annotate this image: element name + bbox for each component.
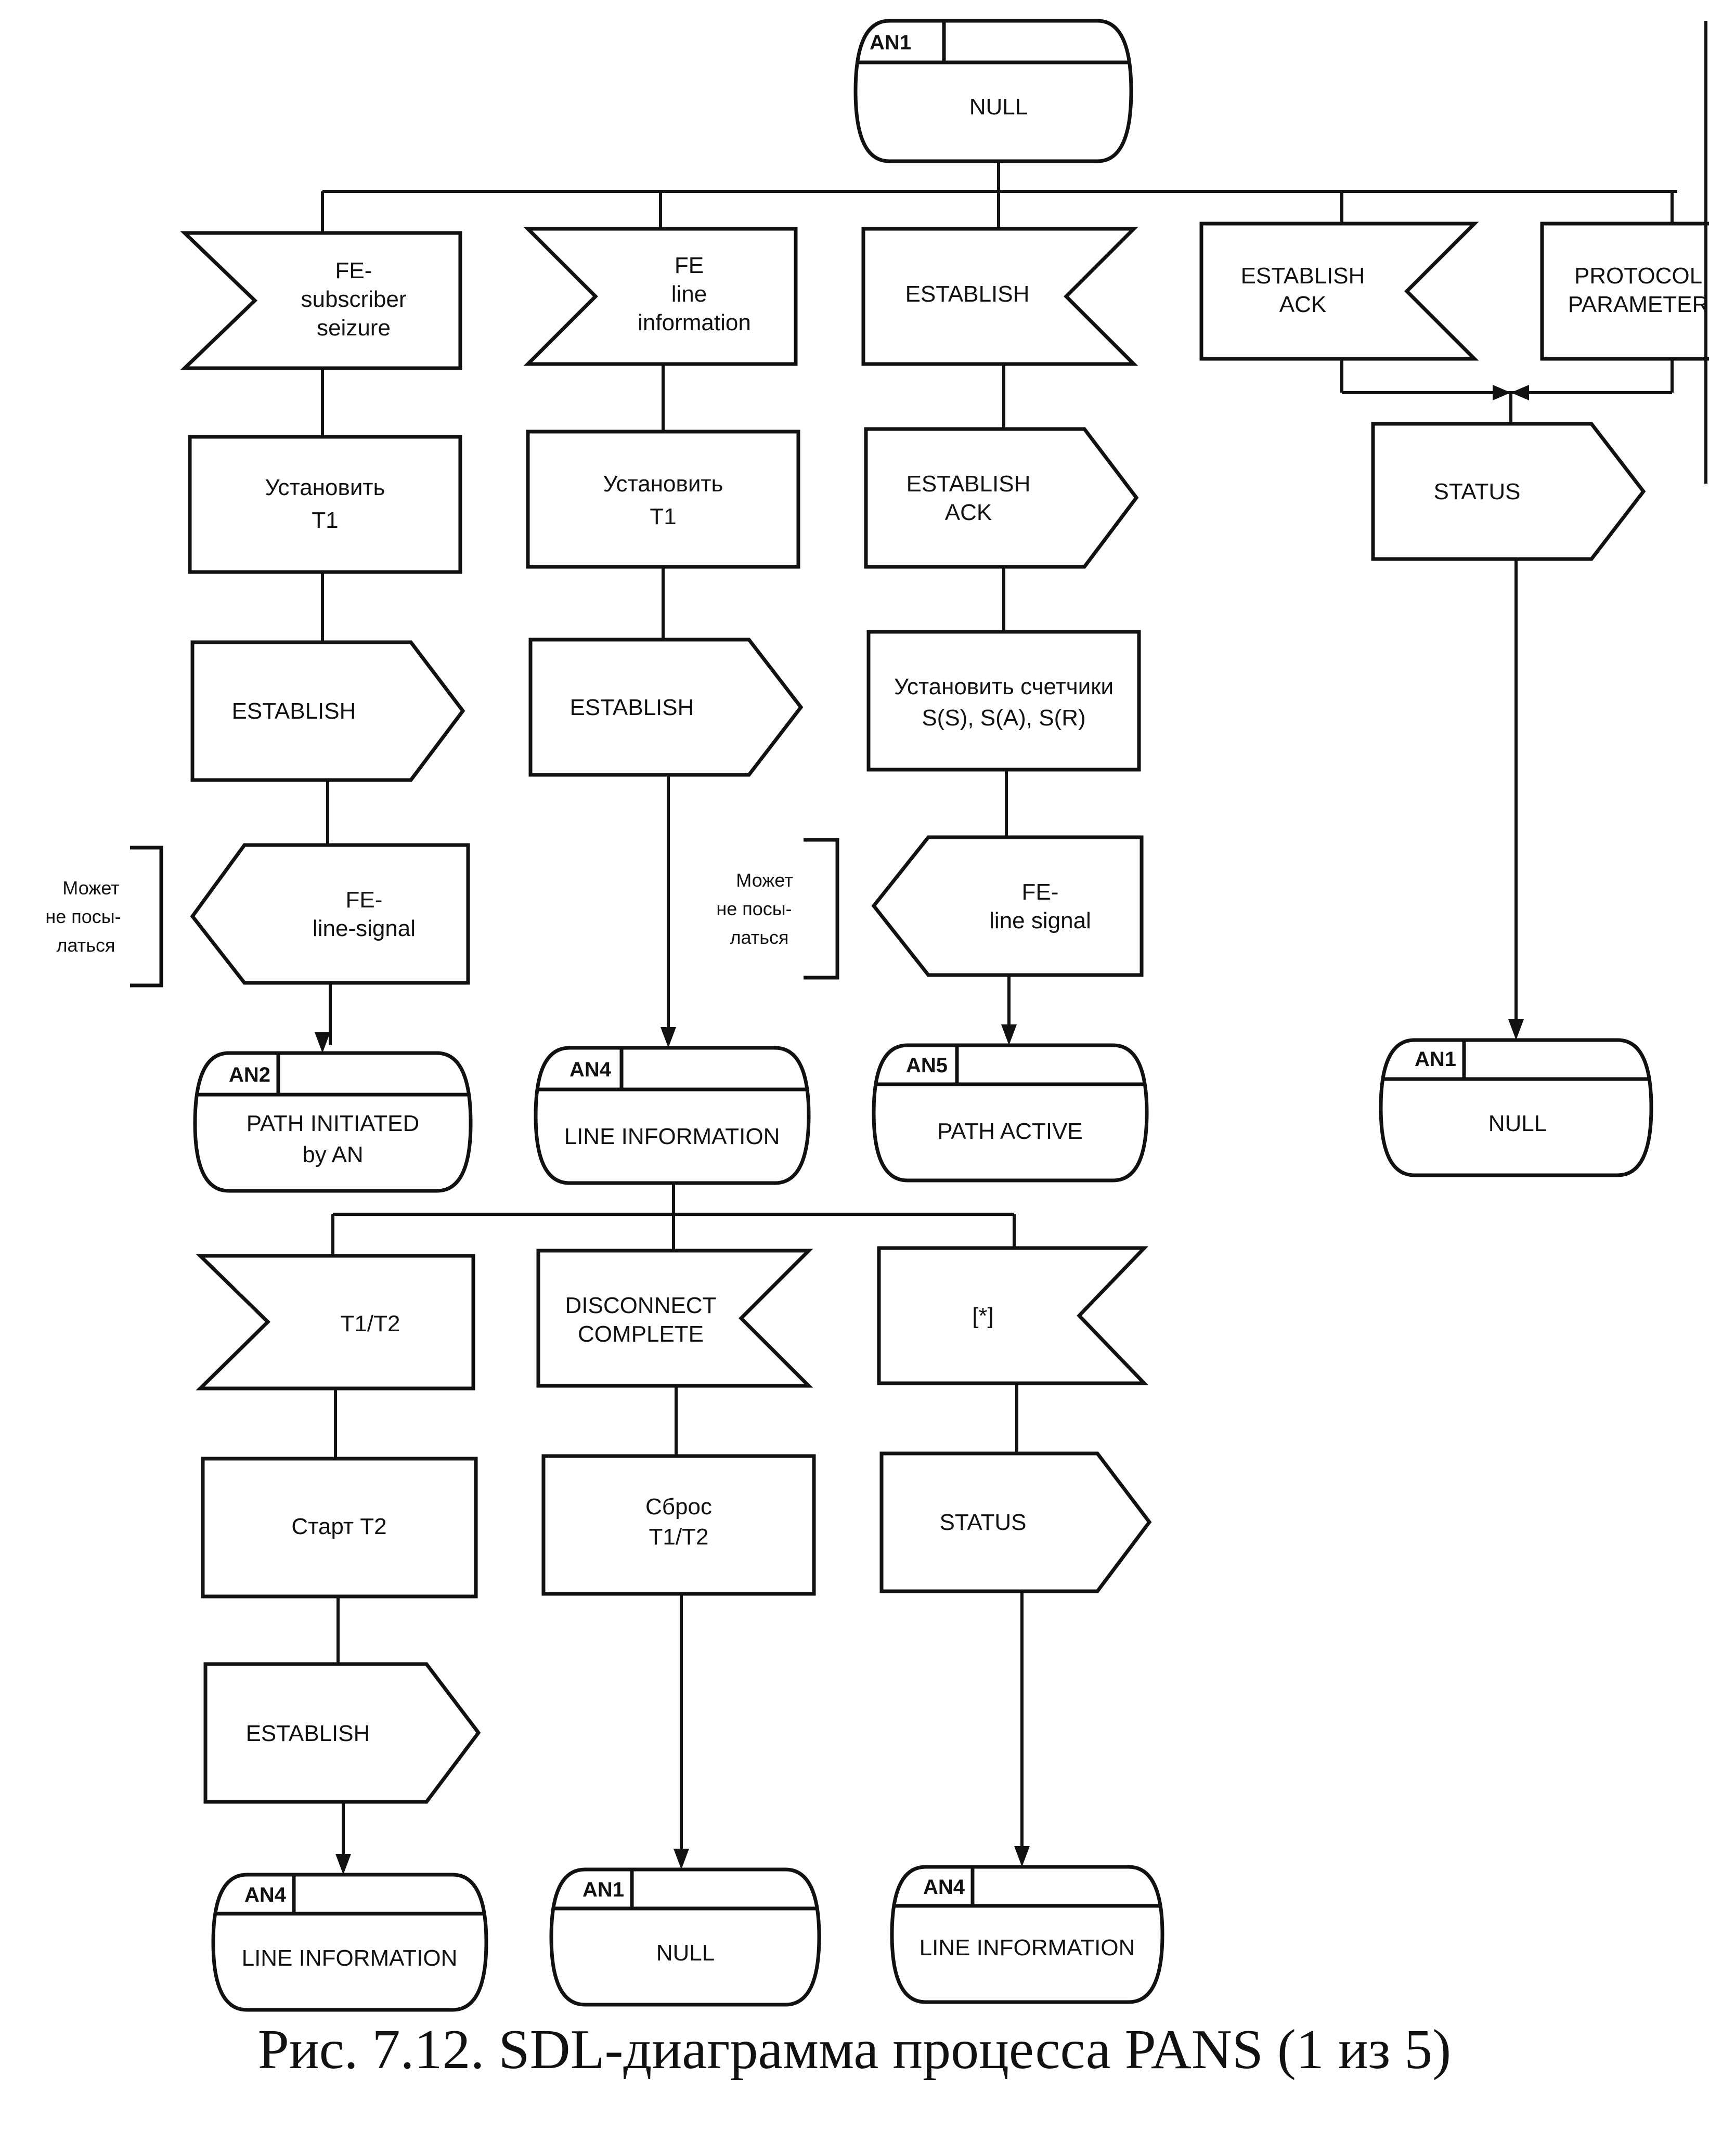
state-tag: AN1 [582, 1878, 624, 1901]
note-may-not-send-b: Может не посы- латься [716, 838, 839, 980]
task-label: T1/T2 [649, 1524, 709, 1550]
task-set-t1-a: Установить T1 [188, 435, 462, 574]
state-label: NULL [969, 94, 1028, 120]
task-label: Установить [265, 475, 385, 500]
output-establish-a: ESTABLISH [190, 640, 465, 782]
input-label: FE [675, 253, 704, 278]
input-label: PARAMETER [1568, 292, 1709, 317]
output-label: STATUS [1433, 479, 1520, 504]
task-label: T1 [650, 504, 676, 529]
task-label: Сброс [645, 1494, 712, 1519]
input-label: PROTOCOL [1574, 263, 1702, 289]
output-status-bottom: STATUS [879, 1451, 1152, 1593]
input-label: T1/T2 [341, 1311, 400, 1336]
input-t1-t2: T1/T2 [196, 1254, 475, 1391]
state-label: LINE INFORMATION [564, 1124, 780, 1149]
state-tag: AN1 [870, 31, 911, 54]
state-an5-path-active: AN5 PATH ACTIVE [872, 1043, 1149, 1183]
note-text: латься [57, 934, 115, 956]
task-label: T1 [312, 508, 338, 533]
input-establish: ESTABLISH [861, 227, 1138, 366]
note-text: Может [62, 877, 119, 899]
input-label: ESTABLISH [905, 281, 1030, 307]
note-text: не посы- [716, 898, 792, 919]
input-label: DISCONNECT [565, 1293, 717, 1318]
state-label: LINE INFORMATION [242, 1945, 458, 1971]
state-an1-null-top: AN1 NULL [853, 19, 1133, 163]
input-label: subscriber [301, 287, 407, 312]
input-any-signal: [*] [877, 1246, 1149, 1385]
output-label: ESTABLISH [570, 695, 694, 720]
state-label: PATH INITIATED [247, 1111, 419, 1136]
arrowheads [315, 385, 1529, 1875]
state-label: PATH ACTIVE [937, 1119, 1083, 1144]
connectors [321, 161, 1677, 1867]
output-label: ACK [945, 500, 992, 525]
note-may-not-send-a: Может не посы- латься [45, 846, 163, 988]
task-reset-t1-t2: Сброс T1/T2 [541, 1454, 816, 1596]
input-establish-ack: ESTABLISH ACK [1199, 222, 1479, 361]
state-tag: AN4 [923, 1876, 965, 1899]
state-tag: AN4 [244, 1884, 287, 1906]
state-an1-null-b2: AN1 NULL [549, 1867, 821, 2007]
input-label: line [671, 281, 707, 307]
output-fe-line-signal-a: FE- line-signal [190, 843, 470, 985]
input-label: information [638, 310, 751, 335]
input-disconnect-complete: DISCONNECT COMPLETE [536, 1249, 813, 1388]
state-an4-line-information-b1: AN4 LINE INFORMATION [211, 1873, 488, 2012]
state-label: NULL [656, 1940, 715, 1966]
input-protocol-parameter: PROTOCOL PARAMETER [1540, 222, 1709, 361]
task-label: Установить [603, 471, 723, 497]
input-fe-line-information: FE line information [523, 227, 798, 366]
output-label: ESTABLISH [907, 471, 1031, 497]
input-label: COMPLETE [578, 1321, 704, 1347]
task-label: Старт T2 [291, 1514, 386, 1539]
state-an4-line-information-mid: AN4 LINE INFORMATION [534, 1046, 811, 1185]
task-set-t1-b: Установить T1 [526, 430, 800, 569]
input-label: ESTABLISH [1241, 263, 1365, 289]
task-label: Установить счетчики [894, 674, 1114, 699]
state-label: LINE INFORMATION [920, 1935, 1135, 1960]
state-tag: AN1 [1415, 1048, 1456, 1071]
output-label: FE- [1022, 879, 1059, 905]
output-label: FE- [346, 887, 383, 913]
output-label: ESTABLISH [232, 698, 356, 724]
output-label: line signal [989, 908, 1091, 933]
state-an1-null-right: AN1 NULL [1379, 1038, 1653, 1177]
note-text: латься [730, 927, 789, 948]
output-label: ESTABLISH [246, 1721, 370, 1746]
task-label: S(S), S(A), S(R) [922, 705, 1085, 731]
note-text: не посы- [45, 906, 121, 927]
note-text: Может [736, 869, 793, 891]
figure-caption: Рис. 7.12. SDL-диаграмма процесса PANS (… [257, 2019, 1452, 2081]
state-an4-line-information-b3: AN4 LINE INFORMATION [890, 1865, 1164, 2004]
output-status-right: STATUS [1371, 422, 1646, 561]
task-start-t2: Старт T2 [201, 1457, 478, 1599]
state-an2-path-initiated: AN2 PATH INITIATED by AN [193, 1051, 473, 1193]
state-tag: AN5 [906, 1054, 948, 1077]
state-label: by AN [302, 1142, 363, 1167]
input-label: [*] [972, 1303, 994, 1329]
output-establish-b: ESTABLISH [528, 638, 804, 777]
input-label: FE- [335, 258, 372, 283]
output-establish-ack: ESTABLISH ACK [864, 427, 1139, 569]
task-set-counters: Установить счетчики S(S), S(A), S(R) [866, 630, 1141, 772]
output-label: line-signal [313, 916, 416, 941]
input-fe-subscriber-seizure: FE- subscriber seizure [180, 231, 462, 370]
output-establish-bottom: ESTABLISH [203, 1662, 481, 1804]
state-tag: AN4 [569, 1058, 612, 1081]
state-label: NULL [1488, 1111, 1547, 1136]
input-label: ACK [1279, 292, 1326, 317]
state-tag: AN2 [229, 1063, 270, 1086]
output-fe-line-signal-c: FE- line signal [871, 835, 1144, 977]
input-label: seizure [317, 315, 391, 341]
output-label: STATUS [939, 1510, 1026, 1535]
